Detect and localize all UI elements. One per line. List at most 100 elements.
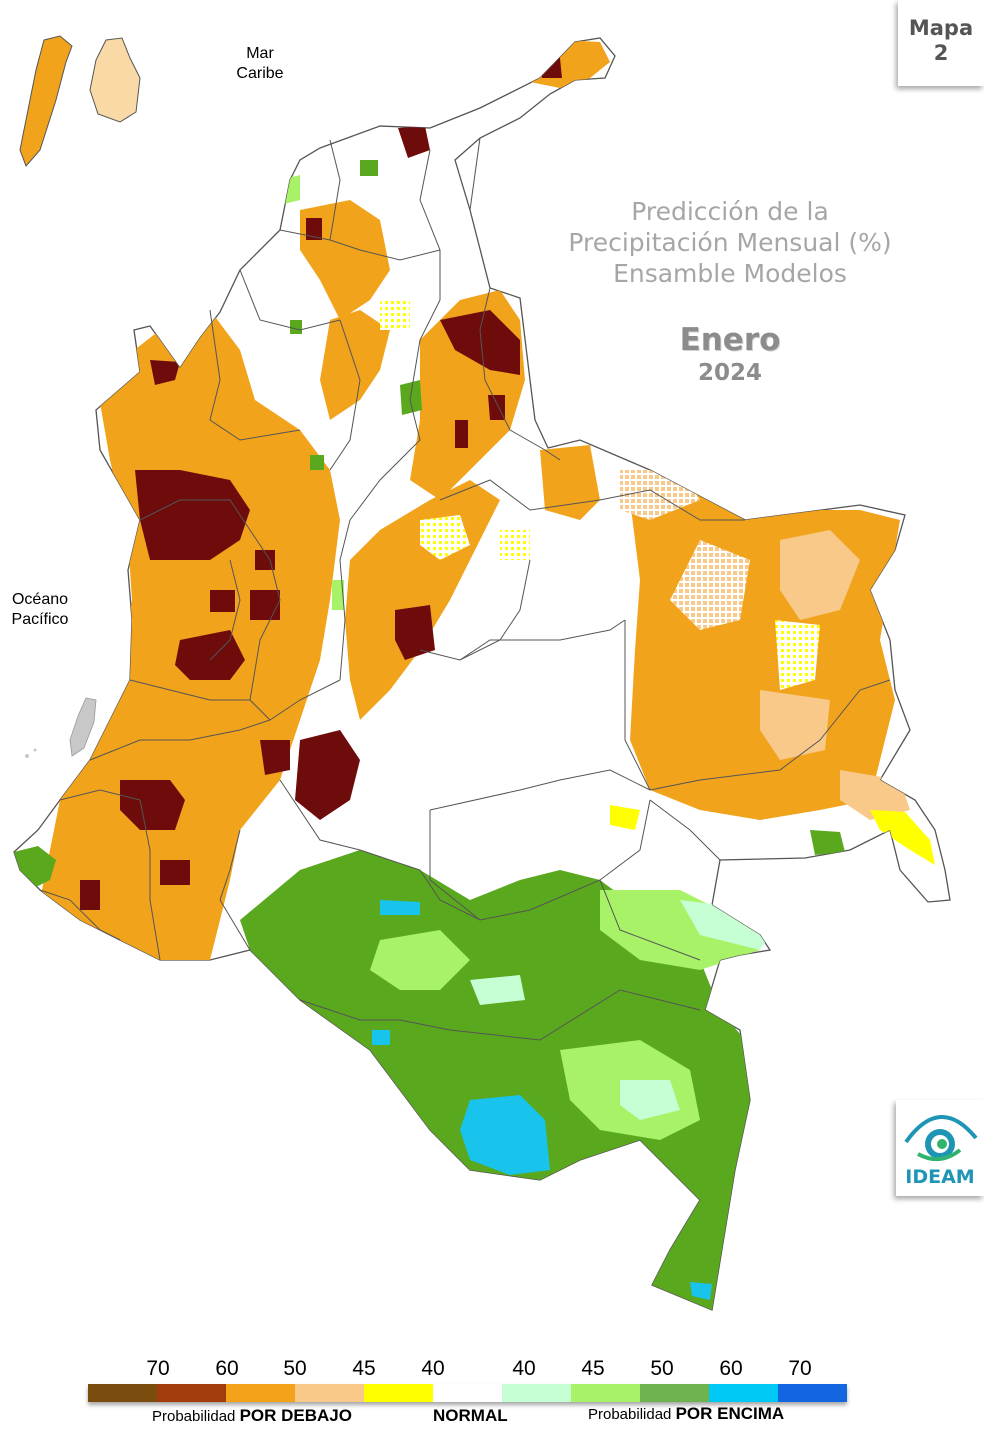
below-70-antioquia-b bbox=[255, 550, 275, 570]
above-50-north-e bbox=[310, 455, 324, 470]
legend-tick: 60 bbox=[719, 1357, 743, 1380]
ideam-logo-icon bbox=[904, 1115, 978, 1162]
caribbean-label-line-2: Caribe bbox=[236, 65, 284, 82]
legend-swatch-4 bbox=[364, 1384, 433, 1402]
above-50-north-d bbox=[290, 320, 302, 334]
legend-above-prefix: Probabilidad bbox=[588, 1406, 672, 1423]
pacific-ocean-label: Océano Pacífico bbox=[0, 590, 80, 630]
legend-above-bold: POR ENCIMA bbox=[675, 1404, 785, 1423]
map-number-badge: Mapa 2 bbox=[898, 0, 984, 86]
providencia-island bbox=[89, 37, 141, 123]
ideam-logo: IDEAM bbox=[896, 1100, 984, 1196]
probability-fields bbox=[14, 40, 935, 1310]
legend-tick: 45 bbox=[581, 1357, 605, 1380]
map-badge-label: Mapa bbox=[908, 16, 974, 40]
title-line-1: Predicción de la bbox=[631, 197, 829, 226]
legend-swatch-2 bbox=[226, 1384, 295, 1402]
below-40-andes-c bbox=[500, 530, 530, 560]
legend-tick: 70 bbox=[788, 1357, 812, 1380]
below-70-narino bbox=[80, 880, 100, 910]
below-70-catatumbo bbox=[440, 310, 520, 375]
above-45-north-g bbox=[332, 580, 344, 610]
below-70-catatumbo-c bbox=[455, 420, 468, 448]
below-70-uraba bbox=[150, 360, 180, 385]
legend-caption-below: Probabilidad POR DEBAJO bbox=[152, 1406, 352, 1426]
title-line-3: Ensamble Modelos bbox=[613, 259, 847, 288]
pacific-islet bbox=[33, 748, 37, 752]
below-45-orinoquia-c bbox=[670, 540, 750, 630]
below-50-west-region bbox=[40, 310, 340, 960]
period-year: 2024 bbox=[697, 360, 762, 386]
above-40-amazon-a bbox=[620, 1080, 680, 1120]
legend-tick: 40 bbox=[421, 1357, 445, 1380]
caribbean-label-line-1: Mar bbox=[246, 45, 274, 62]
below-70-caldas bbox=[210, 590, 235, 612]
legend-caption-normal: NORMAL bbox=[433, 1406, 508, 1426]
pacific-label-line-2: Pacífico bbox=[11, 611, 69, 628]
legend-tick: 50 bbox=[283, 1357, 307, 1380]
below-50-north bbox=[300, 200, 390, 320]
legend-caption-above: Probabilidad POR ENCIMA bbox=[588, 1404, 784, 1424]
below-70-risaralda bbox=[250, 590, 280, 620]
below-45-orinoquia-b bbox=[780, 530, 860, 620]
legend-swatch-7 bbox=[571, 1384, 640, 1402]
above-60-putumayo-b bbox=[372, 1030, 390, 1045]
map-badge-number: 2 bbox=[933, 41, 949, 65]
below-70-tolima bbox=[295, 730, 360, 820]
legend-swatch-1 bbox=[157, 1384, 226, 1402]
legend-tick: 70 bbox=[146, 1357, 170, 1380]
legend-tick: 50 bbox=[650, 1357, 674, 1380]
below-40-andes-b bbox=[380, 300, 410, 330]
above-60-putumayo bbox=[460, 1095, 550, 1175]
legend-color-bar bbox=[88, 1384, 847, 1402]
below-40-vaupes bbox=[610, 805, 640, 830]
legend-tick: 45 bbox=[352, 1357, 376, 1380]
below-45-orinoquia-a bbox=[760, 690, 830, 760]
pacific-islet bbox=[25, 754, 29, 758]
legend-swatch-3 bbox=[295, 1384, 364, 1402]
legend-swatch-8 bbox=[640, 1384, 709, 1402]
above-45-amazon-b bbox=[370, 930, 470, 990]
caribbean-sea-label: Mar Caribe bbox=[222, 44, 298, 84]
below-70-cundinamarca bbox=[395, 605, 435, 660]
below-40-orinoquia bbox=[775, 620, 820, 690]
above-40-amazon-c bbox=[680, 900, 770, 950]
san-andres-island bbox=[19, 35, 73, 167]
department-borders bbox=[39, 137, 891, 1041]
below-40-andes-a bbox=[420, 515, 470, 560]
pacific-island bbox=[69, 697, 97, 757]
below-70-guajira bbox=[540, 58, 562, 78]
above-50-amazon bbox=[240, 850, 750, 1310]
legend-swatch-9 bbox=[709, 1384, 778, 1402]
below-40-southeast bbox=[870, 810, 935, 865]
below-70-valle bbox=[120, 780, 185, 830]
title-line-2: Precipitación Mensual (%) bbox=[568, 228, 892, 257]
below-50-casanare bbox=[540, 445, 600, 520]
below-70-choco bbox=[135, 470, 250, 560]
legend-swatch-10 bbox=[778, 1384, 847, 1402]
legend-swatch-6 bbox=[502, 1384, 571, 1402]
below-50-orinoquia bbox=[630, 480, 900, 820]
legend-normal: NORMAL bbox=[433, 1406, 508, 1425]
above-50-guainia bbox=[810, 830, 845, 855]
above-60-caqueta bbox=[380, 900, 420, 915]
below-70-santa-marta bbox=[398, 126, 430, 158]
legend-swatch-5 bbox=[433, 1384, 502, 1402]
below-70-cauca bbox=[160, 860, 190, 885]
above-60-leticia bbox=[690, 1282, 712, 1300]
map-title: Predicción de la Precipitación Mensual (… bbox=[540, 196, 920, 289]
ideam-logo-text: IDEAM bbox=[905, 1166, 975, 1188]
period-month: Enero bbox=[679, 322, 781, 358]
above-50-north-a bbox=[400, 380, 422, 415]
legend-below-bold: POR DEBAJO bbox=[239, 1406, 352, 1425]
pacific-label-line-1: Océano bbox=[11, 591, 69, 608]
legend-below-prefix: Probabilidad bbox=[152, 1408, 236, 1425]
above-40-amazon-b bbox=[470, 975, 525, 1005]
below-70-catatumbo-b bbox=[488, 395, 505, 420]
legend-tick: 40 bbox=[512, 1357, 536, 1380]
legend-swatch-0 bbox=[88, 1384, 157, 1402]
below-70-cordoba bbox=[306, 218, 322, 240]
above-50-north-c bbox=[360, 160, 378, 176]
